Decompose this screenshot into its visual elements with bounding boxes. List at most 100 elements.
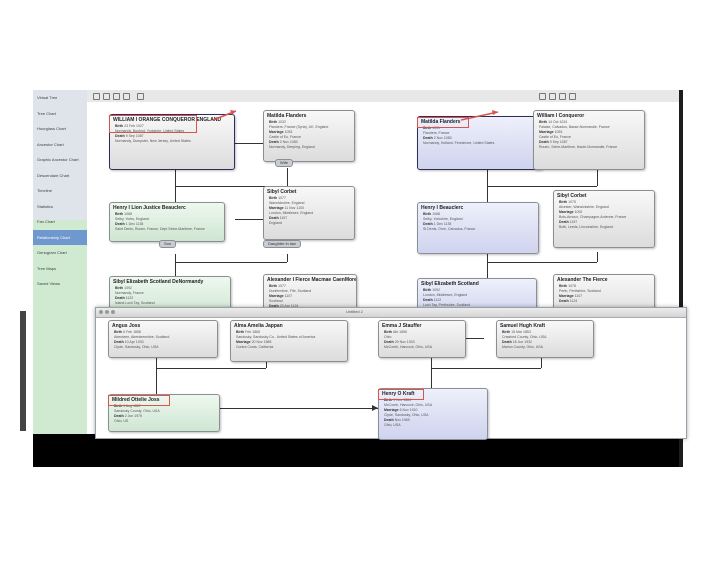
sidebar-item-genogram-chart[interactable]: Genogram Chart — [37, 250, 67, 255]
person-card-matilda-flanders-right[interactable]: Matilda Flanders Birth 1031 Flanders, Fr… — [417, 116, 543, 170]
connector-line — [597, 167, 598, 186]
person-card-henry-kraft[interactable]: Henry O Kraft Birth 1 Nov 1884 McComb, H… — [378, 388, 488, 440]
sidebar-item-graphic-ancestor-chart[interactable]: Graphic Ancestor Chart — [37, 157, 79, 162]
highlight-box — [108, 395, 170, 406]
sidebar-item-statistics[interactable]: Statistics — [37, 203, 54, 209]
right-edge-strip — [679, 90, 683, 467]
sidebar-item-virtual-tree[interactable]: Virtual Tree — [37, 95, 58, 100]
layout-3-icon[interactable] — [559, 93, 566, 100]
birth-place: Selby, Yorkshire, England — [423, 217, 463, 221]
layout-1-icon[interactable] — [539, 93, 546, 100]
person-card-matilda-flanders[interactable]: Matilda Flanders Birth 1032 Flanders, Fr… — [263, 110, 355, 162]
person-name: Henry I Lion Justice Beauclerc — [113, 205, 186, 211]
person-card-samuel-kraft[interactable]: Samuel Hugh Kraft Birth 15 Mar 1853 Craw… — [496, 320, 594, 358]
person-name: Henry O Kraft — [382, 391, 415, 397]
death-date: 29 Nov 1933 — [394, 340, 415, 344]
marriage-date: 1053 — [554, 130, 563, 134]
marriage-label: Marriage — [269, 130, 284, 134]
person-name: WILLIAM I ORANGE CONQUEROR ENGLAND — [113, 117, 222, 123]
person-card-henry-beauclerc[interactable]: Henry I Lion Justice Beauclerc Birth 106… — [109, 202, 225, 242]
connector-line — [235, 143, 263, 144]
death-date: 10 Apr 1933 — [124, 340, 144, 344]
marriage-date: 6 Nov 1910 — [399, 408, 418, 412]
person-name: Sibyl Elizabeth Scotland DeNormandy — [113, 279, 204, 285]
sidebar-item-ancestor-chart[interactable]: Ancestor Chart — [37, 141, 64, 147]
birth-date: 1078 — [568, 284, 576, 288]
birth-date: 1077 — [278, 196, 286, 200]
birth-label: Birth — [539, 120, 548, 124]
death-place: Loch Tay, Perthshire, Scotland — [423, 303, 471, 307]
birth-date: 1068 — [432, 212, 440, 216]
death-date: 23 Apr 1124 — [279, 304, 299, 308]
death-date: 1157 — [569, 220, 578, 224]
sidebar-item-saved-views[interactable]: Saved Views — [37, 281, 61, 286]
birth-date: 1075 — [568, 200, 576, 204]
zoom-out-icon[interactable] — [93, 93, 100, 100]
close-dot-icon[interactable] — [99, 310, 103, 314]
birth-place: Selby, Yorks, England — [115, 217, 149, 221]
zoom-in-icon[interactable] — [103, 93, 110, 100]
highlight-box — [109, 115, 197, 133]
marriage-label: Marriage — [539, 130, 554, 134]
connector-line — [487, 186, 597, 187]
death-place: Ohio, USA — [384, 423, 401, 427]
connector-line — [175, 186, 287, 187]
marriage-place: Scotland — [269, 299, 283, 303]
birth-place: Ohio — [384, 335, 392, 339]
death-label: Death — [269, 140, 279, 144]
birth-date: 1077 — [278, 284, 286, 288]
sidebar-item-timeline[interactable]: Timeline — [37, 188, 52, 193]
person-card-henry-beauclerc-right[interactable]: Henry I Beauclerc Birth 1068 Selby, York… — [417, 202, 539, 254]
connector-line — [156, 368, 266, 369]
person-card-emma-stauffer[interactable]: Emma J Stauffer Birth Abt 1855 Ohio Deat… — [378, 320, 466, 358]
person-card-sibyl-corbet[interactable]: Sibyl Corbet Birth 1077 Warwickshire, En… — [263, 186, 355, 240]
person-card-angus-joss[interactable]: Angus Joss Birth 6 Feb 1858 Aberdeen, Ab… — [108, 320, 218, 358]
edit-icon[interactable] — [137, 93, 144, 100]
birth-label: Birth — [559, 200, 568, 204]
death-place: Rouen, Seine-Maritime, Haute-Normandie, … — [539, 145, 618, 149]
sidebar-item-relationship-chart[interactable]: Relationship Chart — [33, 229, 87, 245]
person-card-william-conqueror[interactable]: William I Conqueror Birth 14 Oct 1024 Fa… — [533, 110, 645, 170]
zoom-dot-icon[interactable] — [111, 310, 115, 314]
person-name: Henry I Beauclerc — [421, 205, 464, 211]
view-grid-icon[interactable] — [123, 93, 130, 100]
death-date: 1 Dec 1135 — [125, 222, 144, 226]
layout-4-icon[interactable] — [569, 93, 576, 100]
birth-label: Birth — [115, 212, 124, 216]
death-place: England — [269, 221, 282, 225]
birth-label: Birth — [423, 288, 432, 292]
layout-2-icon[interactable] — [549, 93, 556, 100]
person-card-mildred-joss[interactable]: Mildred Ottelie Joss Birth 1 Aug 1887 Sa… — [108, 394, 220, 432]
person-name: Matilda Flanders — [421, 119, 461, 125]
relation-tag-daughter-in-law: Daughter in law — [263, 240, 301, 248]
birth-label: Birth — [269, 196, 278, 200]
death-place: Normandy, Dumpster, New Jersey, United S… — [115, 139, 191, 143]
bottom-black-bar — [33, 434, 679, 467]
birth-date: 1 Nov 1884 — [393, 398, 412, 402]
sidebar-item-descendant-chart[interactable]: Descendant Chart — [37, 172, 70, 178]
person-card-alma-jappan[interactable]: Alma Amelia Jappan Birth Feb 1865 Sandus… — [230, 320, 348, 362]
person-card-william-orange[interactable]: WILLIAM I ORANGE CONQUEROR ENGLAND Birth… — [109, 114, 235, 170]
sidebar-item-tree-chart[interactable]: Tree Chart — [37, 110, 56, 116]
birth-place: Flanders, France (Syria), UK, England — [269, 125, 329, 129]
view-list-icon[interactable] — [113, 93, 120, 100]
death-label: Death — [115, 222, 125, 226]
connector-line — [487, 167, 488, 202]
death-date: Nov 1969 — [394, 418, 410, 422]
death-date: 1 Dec 1135 — [433, 222, 452, 226]
marriage-place: Bois-Arnoux, Champagne-Ardenne, France — [559, 215, 627, 219]
person-card-sibyl-corbet-right[interactable]: Sibyl Corbet Birth 1075 Alcester, Warwic… — [553, 190, 655, 248]
connector-line — [156, 354, 157, 394]
minimize-dot-icon[interactable] — [105, 310, 109, 314]
birth-label: Birth — [115, 124, 124, 128]
marriage-label: Marriage — [559, 294, 574, 298]
marriage-place: Clyde, Sandusky, Ohio, USA — [384, 413, 429, 417]
birth-date: 1092 — [124, 286, 132, 290]
birth-date: 1092 — [432, 288, 440, 292]
sidebar-item-hourglass-chart[interactable]: Hourglass Chart — [37, 126, 66, 131]
sidebar-item-tree-maps[interactable]: Tree Maps — [37, 265, 56, 271]
sidebar-item-fan-chart[interactable]: Fan Chart — [37, 219, 55, 224]
birth-place: London, Middlesex, England — [423, 293, 468, 297]
death-label: Death — [115, 296, 125, 300]
